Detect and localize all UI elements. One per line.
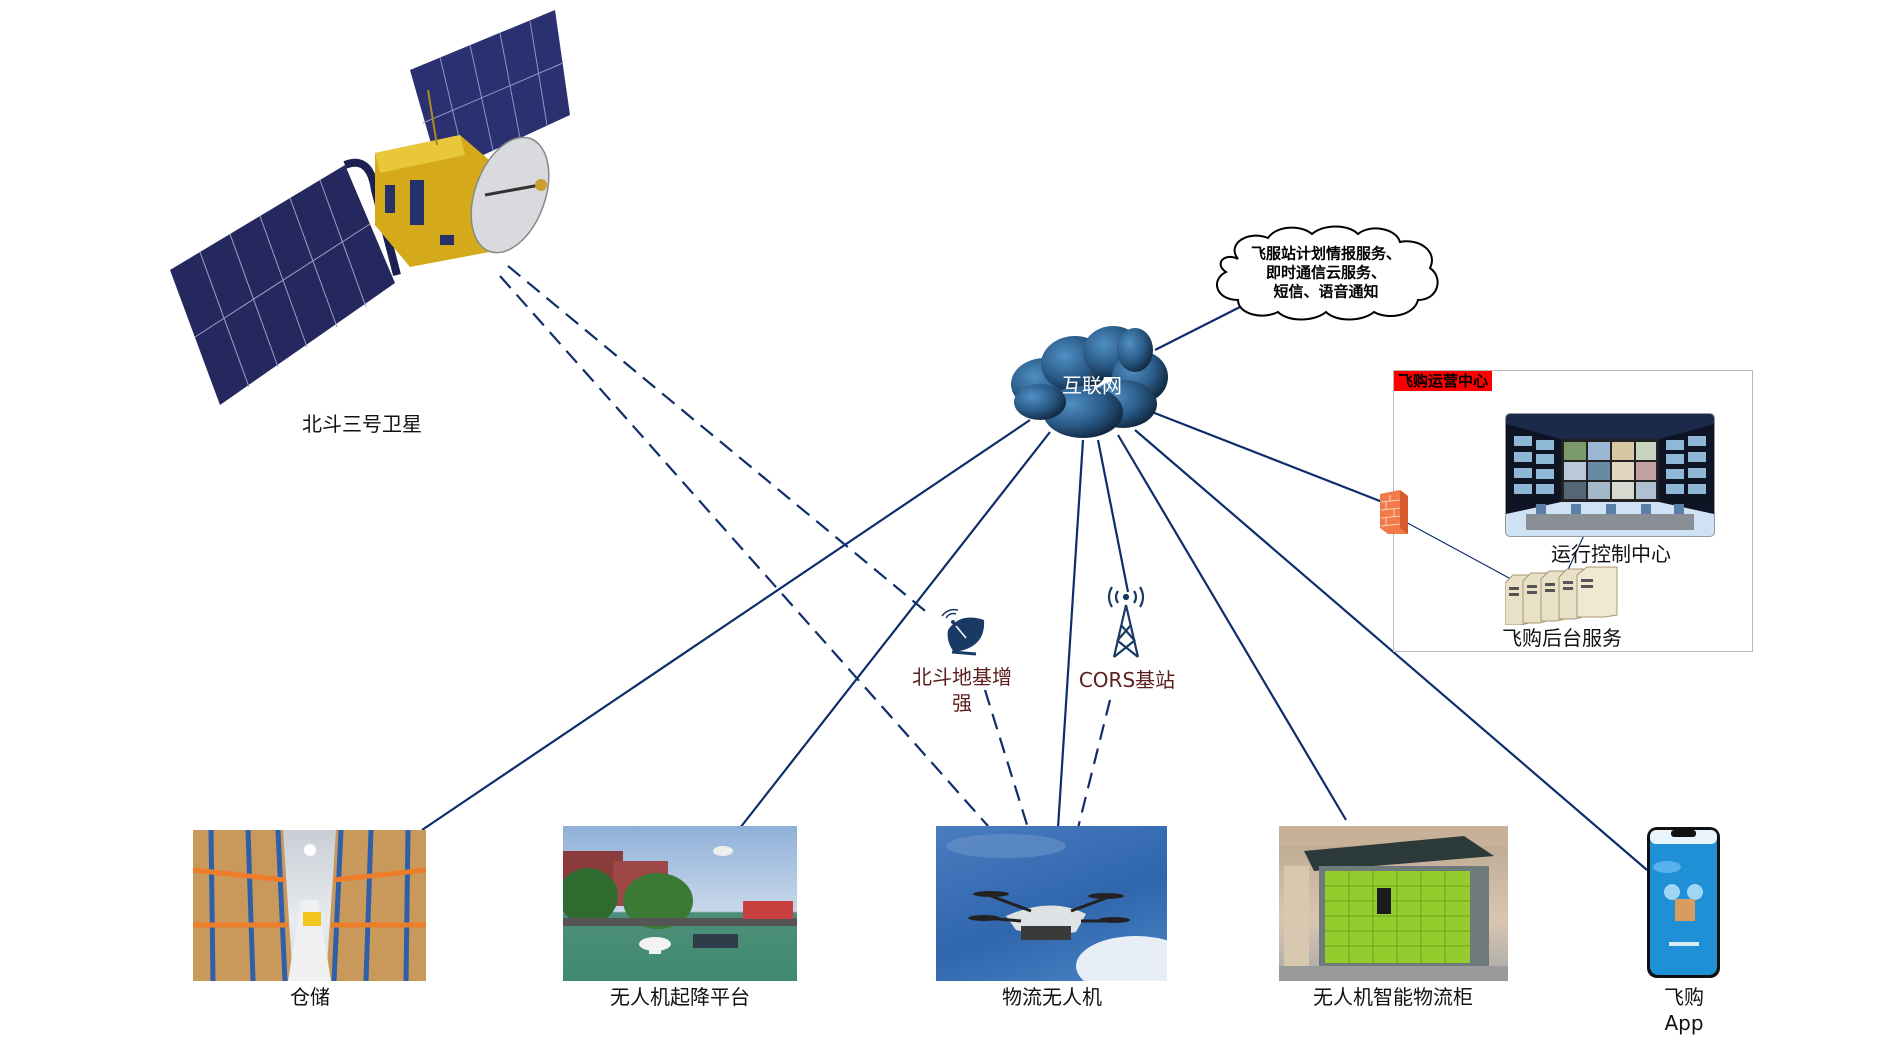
- internet-label: 互联网: [1062, 373, 1122, 398]
- backend-servers: [1504, 565, 1625, 626]
- link-firewall-backend: [1401, 519, 1523, 586]
- link-internet-warehouse: [421, 419, 1031, 831]
- landing-platform-icon: [563, 846, 797, 954]
- link-internet-cors: [1096, 439, 1130, 593]
- link-backend-control: [1566, 532, 1586, 573]
- locker-image: [1279, 826, 1508, 981]
- warehouse-label: 仓储: [290, 985, 330, 1009]
- thought-cloud-icon: [1215, 225, 1439, 321]
- satellite-icon: [170, 10, 570, 405]
- internet-cloud: 互联网: [1005, 322, 1170, 444]
- app-label: 飞购 App: [1664, 984, 1704, 1036]
- link-internet-platform: [739, 431, 1051, 829]
- drone-icon: [946, 834, 1167, 981]
- ground-station: [938, 608, 988, 660]
- warehouse-image: [193, 830, 426, 981]
- ground-station-label: 北斗地基增 强: [912, 664, 1012, 716]
- satellite-label: 北斗三号卫星: [302, 412, 422, 436]
- radio-tower-icon: [1107, 586, 1145, 658]
- link-satellite-drone: [499, 275, 989, 827]
- link-internet-app: [1134, 429, 1648, 871]
- link-internet-bubble: [1154, 306, 1241, 351]
- warehouse-icon: [193, 830, 426, 981]
- services-line-2: 即时通信云服务、: [1265, 263, 1387, 282]
- satellite-dish-icon: [941, 608, 985, 656]
- app-label-line2: App: [1664, 1011, 1704, 1035]
- smart-locker-icon: [1279, 826, 1508, 981]
- locker-label: 无人机智能物流柜: [1313, 985, 1473, 1009]
- link-internet-firewall: [1151, 410, 1386, 505]
- cloud-icon: [1011, 326, 1168, 438]
- server-rack-icon: [1504, 566, 1618, 626]
- drone-label: 物流无人机: [1002, 985, 1102, 1009]
- link-internet-locker: [1117, 434, 1347, 821]
- drone-image: [936, 826, 1167, 981]
- platform-label: 无人机起降平台: [610, 985, 750, 1009]
- link-satellite-ground-station: [507, 265, 931, 616]
- platform-image: [563, 826, 797, 981]
- services-line-1: 飞服站计划情报服务、: [1250, 244, 1402, 263]
- services-line-3: 短信、语音通知: [1273, 282, 1379, 301]
- firewall: [1378, 488, 1410, 536]
- satellite: [165, 5, 575, 410]
- backend-label: 飞购后台服务: [1502, 626, 1622, 650]
- firewall-icon: [1380, 490, 1408, 534]
- cors-label: CORS基站: [1078, 668, 1176, 692]
- phone-app-icon: [1650, 830, 1717, 975]
- ground-station-label-line2: 强: [952, 691, 972, 715]
- services-bubble: 飞服站计划情报服务、 即时通信云服务、 短信、语音通知: [1208, 224, 1444, 322]
- ops-center-title: 飞购运营中心: [1394, 371, 1493, 391]
- control-center-label: 运行控制中心: [1551, 542, 1671, 566]
- control-center-image: [1505, 413, 1715, 537]
- cors-station: [1102, 583, 1150, 661]
- services-bubble-text: 飞服站计划情报服务、 即时通信云服务、 短信、语音通知: [1251, 245, 1401, 302]
- link-cors-drone: [1076, 699, 1112, 829]
- video-wall-icon: [1506, 414, 1714, 536]
- link-internet-drone: [1056, 439, 1085, 829]
- ground-station-label-line1: 北斗地基增: [912, 665, 1012, 689]
- app-label-line1: 飞购: [1664, 985, 1704, 1009]
- app-phone-image: [1647, 827, 1720, 978]
